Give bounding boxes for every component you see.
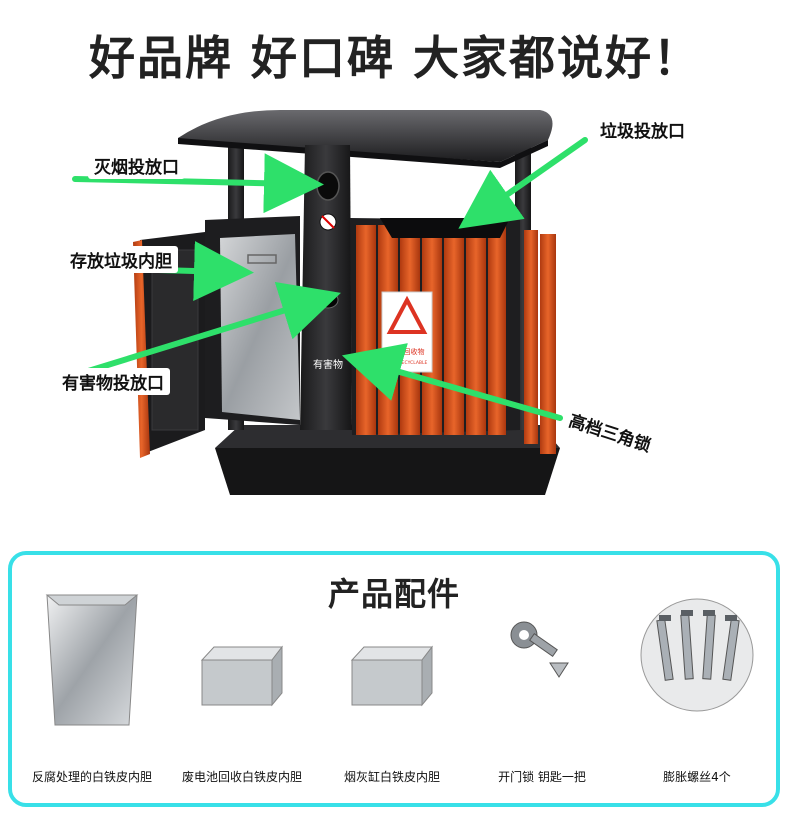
key-icon [510, 621, 569, 678]
bin-base [215, 448, 560, 495]
accessory-label: 膨胀螺丝4个 [663, 770, 731, 784]
svg-text:NON-RECYCLABLE: NON-RECYCLABLE [387, 360, 428, 366]
callout-hazard-opening: 有害物投放口 [56, 368, 170, 395]
bin-roof [178, 110, 553, 162]
ashtray-opening [316, 171, 340, 201]
callout-liner: 存放垃圾内胆 [64, 246, 178, 273]
tin-liner-icon [45, 594, 139, 726]
hazard-label: 有害物 [313, 358, 343, 371]
callout-garbage-opening: 垃圾投放口 [594, 116, 691, 143]
trash-bin-image: 有害物 不可回收物 NON-RECYCLABLE [72, 110, 588, 495]
accessories-panel: 产品配件 反腐处理的白铁皮内胆 废电池回收白铁皮内胆 烟灰缸白铁皮内胆 [8, 551, 780, 807]
svg-text:不可回收物: 不可回收物 [390, 347, 425, 356]
accessory-label: 废电池回收白铁皮内胆 [181, 770, 302, 784]
expansion-bolts-icon [640, 598, 754, 712]
garbage-opening [380, 218, 510, 238]
headline: 好品牌 好口碑 大家都说好！ [88, 31, 702, 85]
accessory-label: 开门锁 钥匙一把 [498, 770, 586, 784]
accessory-item: 膨胀螺丝4个 [622, 585, 772, 795]
ashtray-box-icon [350, 645, 434, 707]
accessory-item: 反腐处理的白铁皮内胆 [12, 585, 172, 795]
callout-smoke-opening: 灭烟投放口 [88, 152, 185, 179]
accessories-title: 产品配件 [327, 575, 460, 613]
battery-box-icon [200, 645, 284, 707]
accessory-item: 烟灰缸白铁皮内胆 [327, 585, 457, 795]
accessory-label: 反腐处理的白铁皮内胆 [31, 770, 152, 784]
accessory-item: 开门锁 钥匙一把 [477, 585, 607, 795]
accessory-item: 废电池回收白铁皮内胆 [167, 585, 317, 795]
accessory-label: 烟灰缸白铁皮内胆 [343, 770, 440, 784]
